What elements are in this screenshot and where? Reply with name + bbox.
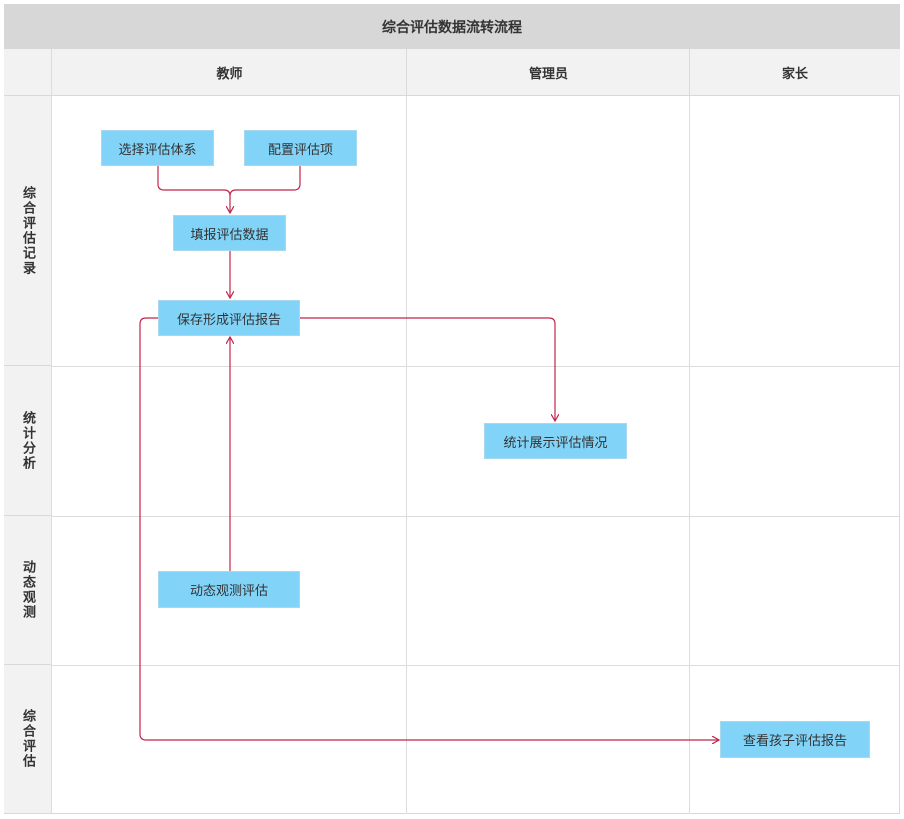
edge-select-to-fill xyxy=(157,166,230,213)
column-header-teacher: 教师 xyxy=(51,49,407,96)
node-fill-data[interactable]: 填报评估数据 xyxy=(173,215,286,251)
edge-save-to-view xyxy=(139,317,719,740)
row-divider xyxy=(51,665,900,666)
node-dynamic-observe[interactable]: 动态观测评估 xyxy=(158,571,300,608)
edge-config-to-fill xyxy=(229,166,301,197)
row-header-stats-label: 统计分析 xyxy=(20,410,35,471)
row-header-evaluate-label: 综合评估 xyxy=(20,709,35,769)
lane-divider xyxy=(51,49,52,814)
header-corner xyxy=(4,49,51,96)
node-save-report[interactable]: 保存形成评估报告 xyxy=(158,300,300,336)
node-config-items[interactable]: 配置评估项 xyxy=(244,130,357,166)
node-select-system[interactable]: 选择评估体系 xyxy=(101,130,214,166)
column-header-admin: 管理员 xyxy=(406,49,690,96)
edge-save-to-stats xyxy=(300,317,555,421)
column-header-parent: 家长 xyxy=(689,49,900,96)
row-header-observe-label: 动态观测 xyxy=(20,560,35,620)
node-view-report[interactable]: 查看孩子评估报告 xyxy=(720,721,870,758)
row-divider xyxy=(51,516,900,517)
node-stats-display[interactable]: 统计展示评估情况 xyxy=(484,423,627,459)
row-header-record-label: 综合评估记录 xyxy=(20,185,35,276)
row-header-evaluate: 综合评估 xyxy=(4,665,51,814)
row-header-observe: 动态观测 xyxy=(4,516,51,665)
lane-divider xyxy=(689,96,690,814)
row-divider xyxy=(51,366,900,367)
row-header-record: 综合评估记录 xyxy=(4,96,51,366)
diagram-title: 综合评估数据流转流程 xyxy=(4,4,900,49)
lane-divider xyxy=(406,96,407,814)
row-header-stats: 统计分析 xyxy=(4,366,51,516)
